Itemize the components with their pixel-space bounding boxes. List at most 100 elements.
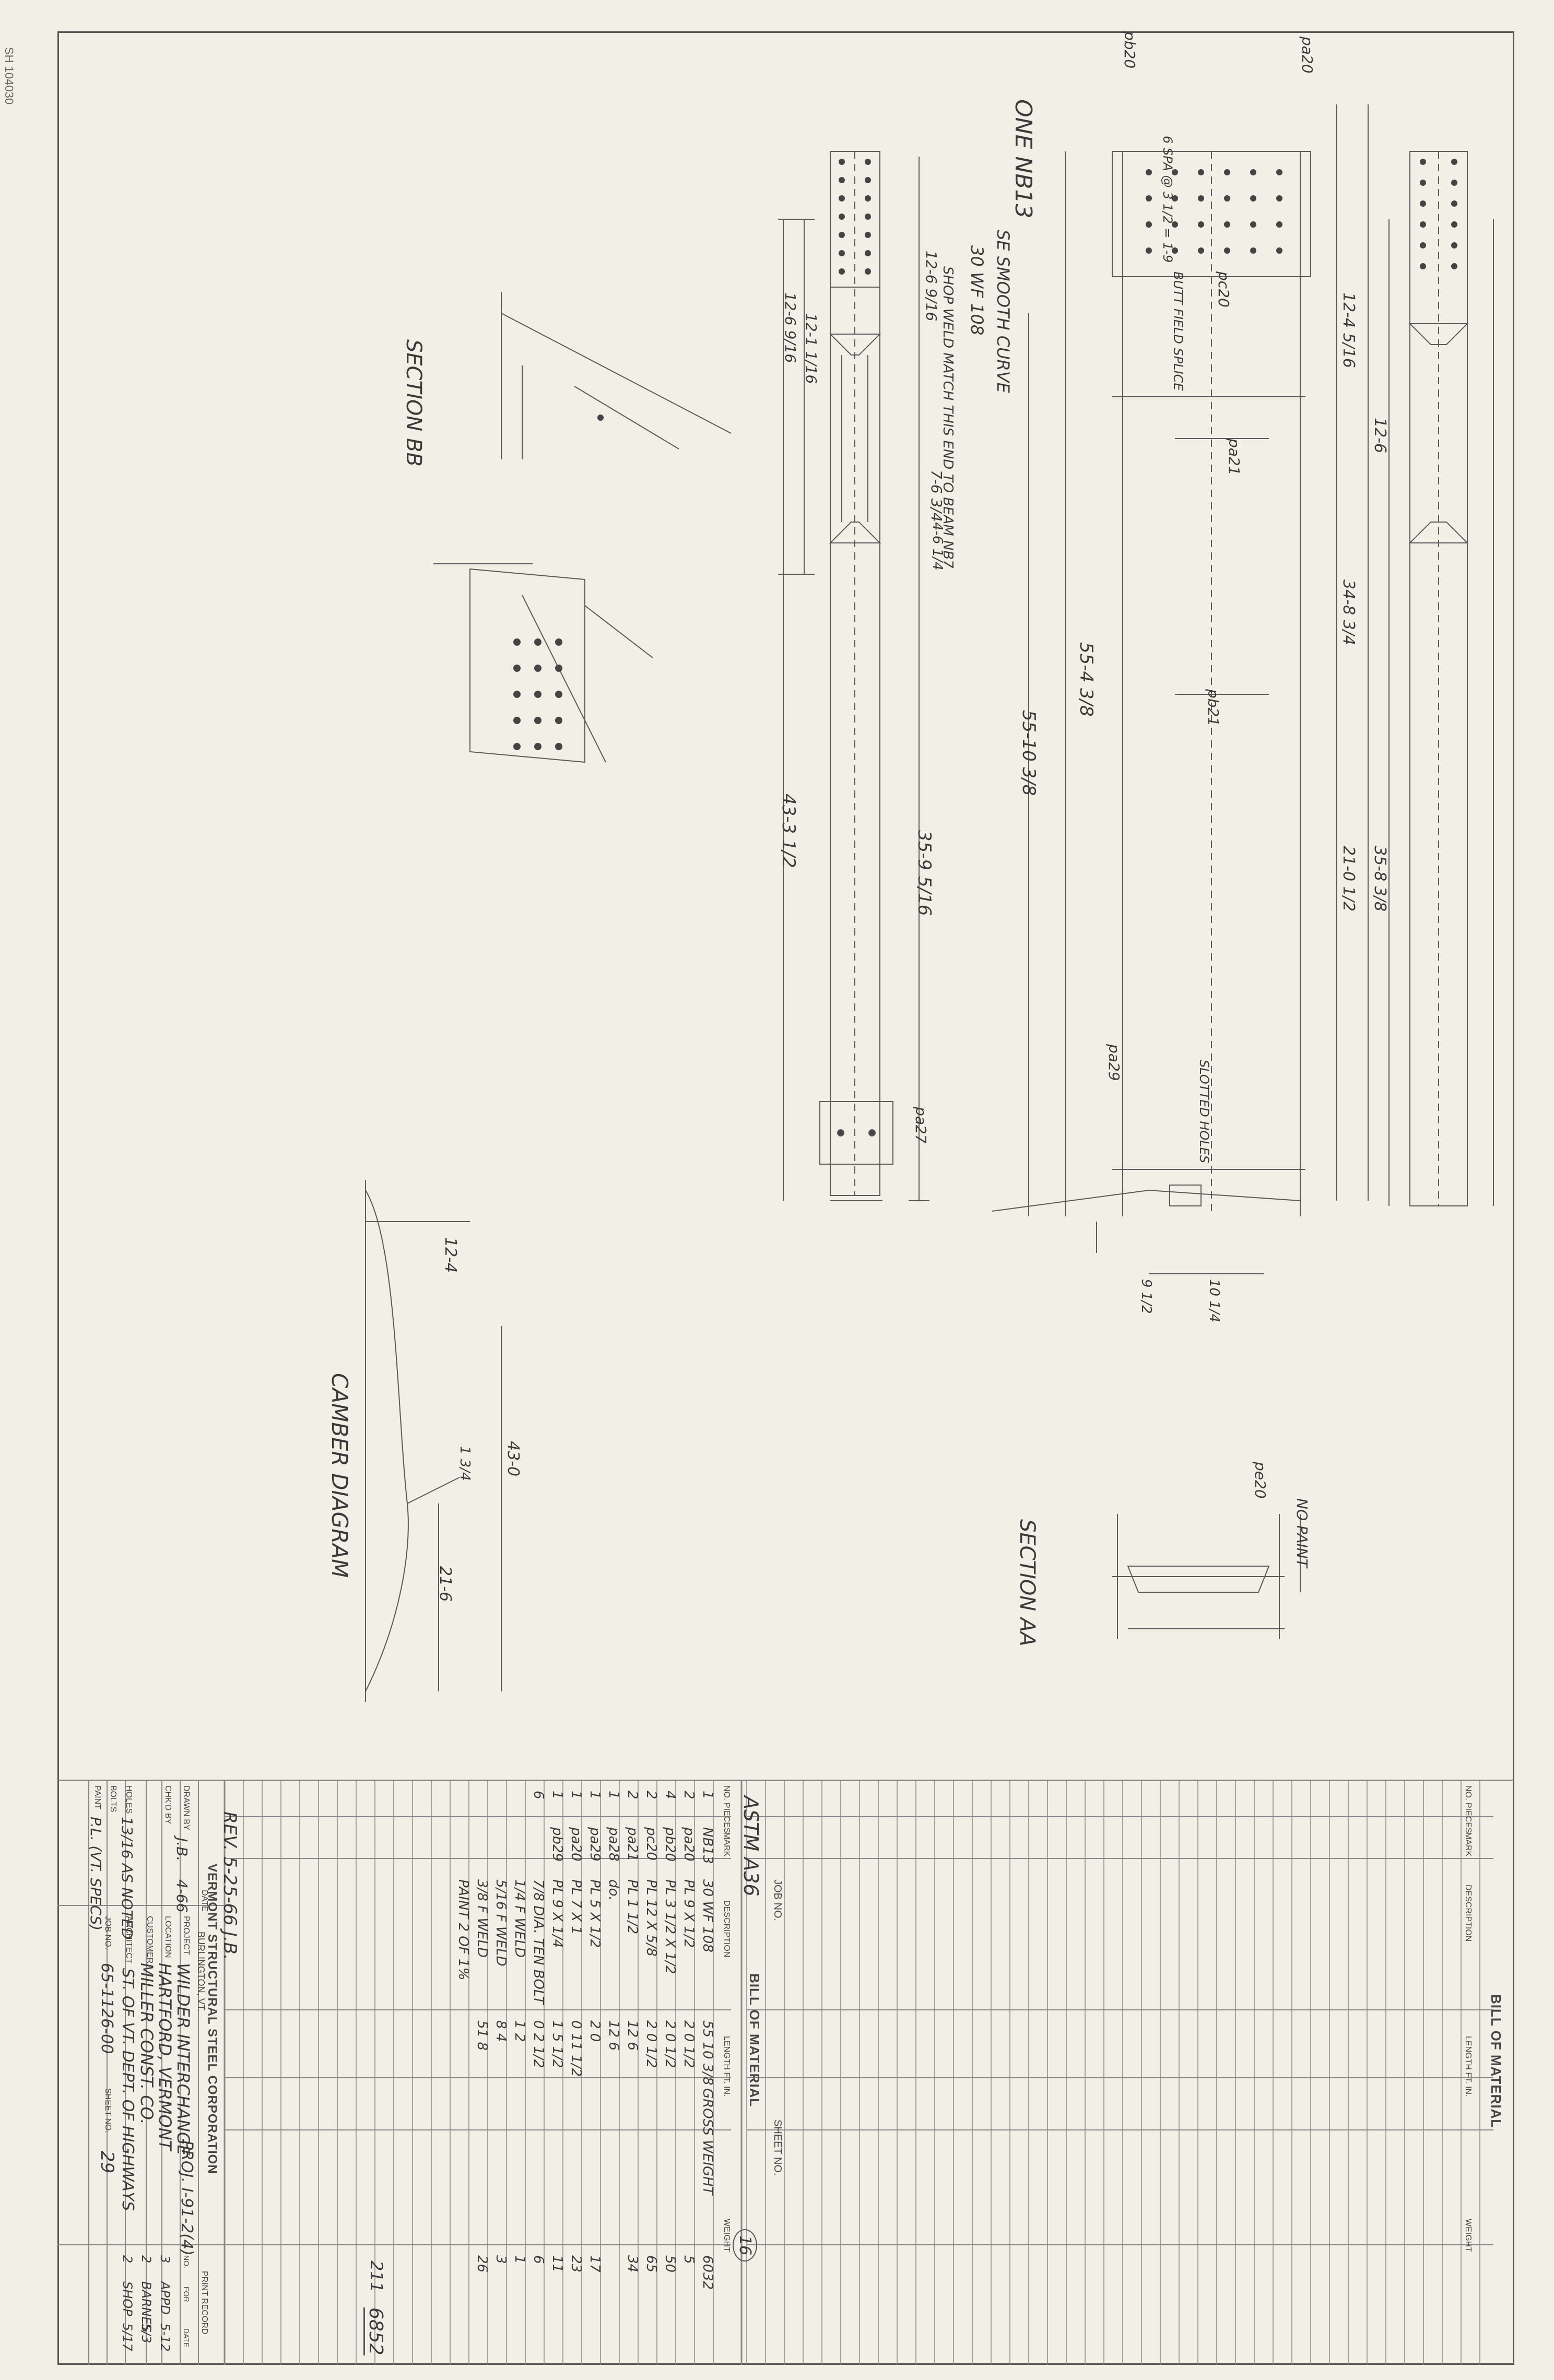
bom-left-title: BILL OF MATERIAL: [747, 1973, 762, 2107]
drawing-date: 4-66: [173, 1879, 191, 1913]
bom-cell-len: 2 0: [587, 2020, 603, 2042]
bom-cell-desc: do.: [606, 1879, 621, 1901]
bom-left-col-weight: WEIGHT: [722, 2219, 731, 2252]
dim-10: 12-6: [1371, 418, 1389, 454]
bom-total-sub: 211: [367, 2260, 386, 2293]
bom-cell-desc: PL 9 X 1/4: [549, 1879, 565, 1948]
sheet-border: [57, 31, 1514, 2365]
bom-job-no-label: JOB NO.: [772, 1879, 783, 1922]
print-record-label: PRINT RECORD: [200, 2271, 209, 2335]
bom-left-col-mark: MARK: [722, 1832, 731, 1857]
bom-cell-len: 12 6: [625, 2020, 640, 2051]
bom-cell-weight: 23: [568, 2255, 584, 2273]
bom-cell-no: 1: [606, 1791, 621, 1799]
bom-right-col-desc: DESCRIPTION: [1464, 1885, 1473, 1942]
bom-cell-remarks: GROSS WEIGHT: [700, 2088, 715, 2195]
plate-mark-6: pc20: [1215, 271, 1232, 307]
bom-cell-weight: 6032: [700, 2255, 715, 2290]
project-label: PROJECT: [182, 1916, 191, 1955]
company-city: BURLINGTON, VT.: [196, 1932, 206, 2012]
bom-cell-mark: pc20: [643, 1827, 659, 1861]
print-record-for: APPD: [158, 2281, 172, 2315]
bom-cell-no: 1: [549, 1791, 565, 1799]
bom-cell-mark: NB13: [700, 1827, 715, 1864]
bom-cell-desc: 5/16 F WELD: [493, 1879, 509, 1967]
checked-by-label: CHK'D BY: [163, 1785, 172, 1825]
job-no-label: JOB NO.: [103, 1916, 112, 1950]
paint-label: PAINT: [93, 1785, 102, 1809]
bom-cell-len: 12 6: [606, 2020, 621, 2051]
bom-cell-desc: PAINT 2 OF 1%: [455, 1879, 471, 1981]
location-label: LOCATION: [163, 1916, 172, 1958]
plate-mark-1: pa20: [1299, 37, 1316, 74]
bom-cell-len: 2 0 1/2: [662, 2020, 678, 2068]
bom-cell-mark: pb29: [549, 1827, 565, 1862]
bom-cell-desc: PL 12 X 5/8: [643, 1879, 659, 1957]
dim-13: 35-8 3/8: [1371, 846, 1389, 911]
bom-right-title: BILL OF MATERIAL: [1488, 1994, 1504, 2128]
section-bb-label: SECTION BB: [402, 339, 426, 467]
bom-cell-desc: PL 3 1/2 X 1/2: [662, 1879, 678, 1974]
beam-section-size: 30 WF 108: [967, 245, 987, 336]
section-bb-drawing: [433, 292, 732, 763]
slotted-holes-note: SLOTTED HOLES: [1197, 1060, 1211, 1164]
bom-right-col-mark: MARK: [1464, 1832, 1473, 1857]
bom-cell-desc: PL 1 1/2: [625, 1879, 640, 1935]
bom-cell-no: 1: [587, 1791, 603, 1799]
dim-15: 9 1/2: [1138, 1279, 1154, 1314]
bom-cell-len: 8 4: [493, 2020, 509, 2042]
bom-sheet-no-label: SHEET NO.: [772, 2119, 783, 2176]
bom-right-col-length: LENGTH FT. IN.: [1464, 2036, 1473, 2097]
camber-dim-3: 21-6: [436, 1566, 454, 1602]
bom-cell-weight: 34: [625, 2255, 640, 2273]
bom-left-col-desc: DESCRIPTION: [722, 1900, 731, 1958]
bom-cell-mark: pa29: [587, 1827, 603, 1862]
dim-12: 21-0 1/2: [1339, 846, 1358, 911]
camber-dim-1: 12-4: [441, 1237, 460, 1273]
bom-right-col-pieces: NO. PIECES: [1464, 1785, 1473, 1833]
bom-spec: ASTM A36: [739, 1796, 762, 1897]
bom-cell-mark: pa20: [681, 1827, 697, 1862]
camber-diagram-label: CAMBER DIAGRAM: [327, 1373, 352, 1578]
print-record-no: 2: [120, 2255, 135, 2264]
sheet-no-value: 29: [97, 2151, 117, 2174]
butt-weld-note: BUTT FIELD SPLICE: [1171, 271, 1185, 391]
bom-cell-len: 1 5 1/2: [549, 2020, 565, 2068]
bom-total: 6852: [363, 2307, 386, 2355]
drawn-by-label: DRAWN BY: [182, 1785, 191, 1830]
bom-cell-desc: 1/4 F WELD: [512, 1879, 527, 1958]
bom-cell-len: 2 0 1/2: [681, 2020, 697, 2068]
drawn-by: J.B.: [173, 1838, 191, 1862]
plate-mark-3: pa29: [1105, 1044, 1123, 1081]
dim-8: 35-9 5/16: [914, 830, 935, 916]
bom-cell-len: 1 2: [512, 2020, 527, 2042]
print-record-no: 3: [158, 2255, 172, 2264]
revision-note: REV. 5-25-66 J.B.: [219, 1811, 240, 1960]
bom-cell-weight: 6: [531, 2255, 546, 2264]
bom-cell-weight: 26: [474, 2255, 490, 2273]
bom-cell-weight: 17: [587, 2255, 603, 2273]
section-aa-label: SECTION AA: [1015, 1519, 1039, 1647]
bom-cell-no: 4: [662, 1791, 678, 1799]
bom-cell-weight: 5: [681, 2255, 697, 2264]
print-record-date: 5/17: [120, 2323, 135, 2351]
dim-6: 55-10 3/8: [1018, 710, 1039, 796]
bom-cell-len: 55 10 3/8: [700, 2020, 715, 2086]
plate-mark-8: pe20: [1252, 1462, 1269, 1499]
bom-left-col-pieces: NO. PIECES: [722, 1785, 731, 1833]
paint-value: P.L. (VT. SPECS): [87, 1817, 104, 1931]
plate-mark-7: pa27: [912, 1107, 929, 1144]
bom-cell-mark: pa28: [606, 1827, 621, 1862]
print-record-date: 5/3: [139, 2323, 154, 2343]
dim-9: 12-4 5/16: [1339, 292, 1358, 368]
camber-curve: [365, 1180, 502, 1702]
bom-cell-no: 2: [643, 1791, 659, 1799]
bom-cell-no: 1: [700, 1791, 715, 1799]
bolts-label: BOLTS: [109, 1785, 117, 1813]
date-label: DATE: [200, 1890, 209, 1912]
print-col-no: NO.: [182, 2255, 191, 2268]
bom-cell-mark: pa21: [625, 1827, 640, 1862]
customer-value: MILLER CONST. CO.: [137, 1963, 157, 2125]
architect-value: ST. OF VT. DEPT. OF HIGHWAYS: [119, 1968, 137, 2211]
